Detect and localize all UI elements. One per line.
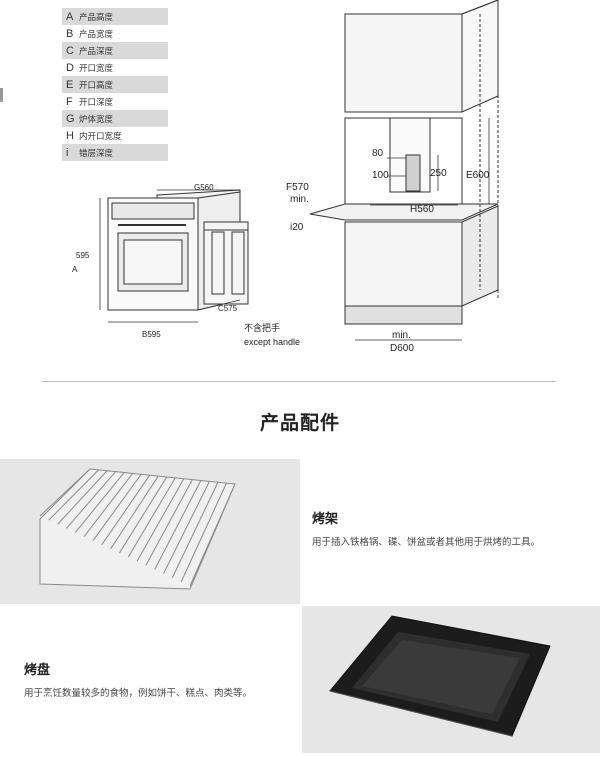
legend-row: C 产品深度 — [62, 42, 168, 59]
legend-text: 内开口宽度 — [79, 131, 122, 142]
rack-image-panel — [0, 459, 300, 604]
legend-row: E 开口高度 — [62, 76, 168, 93]
rack-wire — [154, 480, 202, 570]
baking-tray-image — [329, 615, 551, 737]
rack-wire — [110, 475, 159, 550]
d-dimension-label: D600 — [390, 343, 414, 354]
height-dimension-label: 595 — [76, 251, 90, 260]
legend-text: 开口深度 — [79, 97, 114, 108]
legend-letter: D — [66, 61, 74, 74]
legend-letter: i — [66, 146, 69, 159]
legend-letter: C — [66, 44, 74, 57]
legend-row: F 开口深度 — [62, 93, 168, 110]
rack-wire — [39, 468, 91, 517]
legend-text: 产品宽度 — [79, 29, 114, 40]
c-dimension-label: C575 — [218, 304, 238, 313]
handle-note-cn: 不含把手 — [244, 322, 280, 333]
dimension-legend: A 产品高度 B 产品宽度 C 产品深度 D 开口宽度 E 开口高度 F 开口深度 G 炉体宽度 H 内开口宽… — [62, 8, 168, 161]
i-dimension-label: i20 — [290, 222, 304, 233]
rack-wire — [74, 472, 125, 533]
section-title: 产品配件 — [259, 412, 340, 434]
section-divider — [42, 381, 556, 382]
legend-letter: B — [66, 27, 74, 40]
rack-wire — [136, 478, 185, 562]
legend-letter: A — [66, 10, 74, 23]
rack-wire — [101, 474, 151, 546]
legend-text: 开口高度 — [79, 80, 114, 91]
rack-wire — [66, 471, 116, 529]
legend-row: H 内开口宽度 — [62, 127, 168, 144]
legend-letter: H — [66, 129, 74, 142]
legend-text: 开口宽度 — [79, 63, 114, 74]
f-min-label: min. — [290, 194, 309, 205]
rack-wire — [180, 482, 227, 583]
legend-row: B 产品宽度 — [62, 25, 168, 42]
rack-wire — [189, 483, 236, 587]
rack-title: 烤架 — [312, 512, 339, 527]
tray-title: 烤盘 — [24, 663, 51, 678]
rack-wire — [118, 476, 168, 554]
oven-drawing — [99, 189, 249, 323]
rack-wire — [171, 482, 219, 578]
rack-wire — [83, 473, 134, 537]
rack-wire — [48, 469, 99, 521]
d-min-label: min. — [392, 330, 411, 341]
legend-row: i 错层深度 — [62, 144, 168, 161]
rack-wire — [163, 481, 210, 574]
legend-text: 产品高度 — [79, 12, 114, 23]
rack-description: 用于插入铁格锅、碟、饼盆或者其他用于烘烤的工具。 — [312, 537, 541, 548]
edge-mark — [0, 88, 3, 102]
e-dimension-label: E600 — [466, 170, 490, 181]
g-dimension-label: G560 — [194, 183, 214, 192]
cabinet-drawing — [309, 0, 499, 341]
legend-letter: G — [66, 112, 75, 125]
f-dimension-label: F570 — [286, 182, 309, 193]
rack-wire — [92, 474, 142, 541]
tray-image-panel — [302, 606, 600, 753]
legend-letter: E — [66, 78, 74, 91]
rack-wire — [57, 470, 108, 525]
legend-text: 炉体宽度 — [79, 114, 114, 125]
legend-row: A 产品高度 — [62, 8, 168, 25]
handle-note-en: except handle — [244, 337, 300, 347]
dim-100-label: 100 — [372, 170, 389, 181]
legend-text: 错层深度 — [79, 148, 114, 159]
b-dimension-label: B595 — [142, 330, 161, 339]
h-dimension-label: H560 — [410, 204, 434, 215]
a-dimension-label: A — [72, 265, 78, 274]
legend-letter: F — [66, 95, 73, 108]
wire-rack-image — [39, 468, 236, 590]
tray-description: 用于烹饪数量较多的食物，例如饼干、糕点、肉类等。 — [24, 688, 253, 699]
legend-row: D 开口宽度 — [62, 59, 168, 76]
installation-diagram: G560 595 A B595 C575 不含把手 except handle … — [72, 0, 499, 354]
dim-250-label: 250 — [430, 168, 447, 179]
legend-row: G 炉体宽度 — [62, 110, 168, 127]
rack-wire — [145, 479, 193, 566]
dim-80-label: 80 — [372, 148, 384, 159]
rack-wire — [127, 477, 176, 558]
legend-text: 产品深度 — [79, 46, 114, 57]
